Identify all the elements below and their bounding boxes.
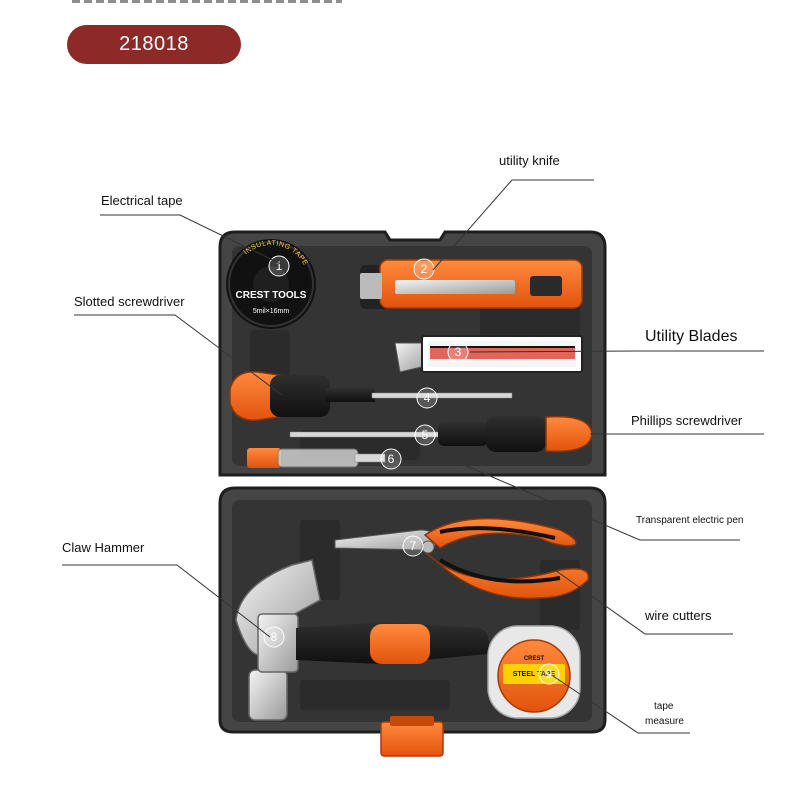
model-code: 218018	[119, 33, 189, 55]
label-claw-hammer: Claw Hammer	[62, 540, 145, 555]
label-utility-blades: Utility Blades	[645, 328, 738, 345]
marker-2: 2	[421, 262, 428, 276]
callout-lines	[62, 179, 764, 734]
item-markers: 1 2 3 4 5 6 7 8 9	[263, 255, 560, 685]
label-tape-measure-1: tape	[654, 701, 674, 712]
leader-claw-hammer	[62, 564, 271, 638]
marker-5: 5	[422, 428, 429, 442]
label-slotted-screwdriver: Slotted screwdriver	[74, 294, 185, 309]
leader-electrical-tape	[100, 214, 286, 267]
marker-4: 4	[424, 391, 431, 405]
claw-hammer	[235, 559, 489, 721]
measure-brand: CREST	[524, 656, 545, 662]
phillips-screwdriver	[289, 415, 593, 453]
leader-tape-measure	[552, 675, 690, 734]
marker-1: 1	[276, 259, 283, 273]
measure-text: STEEL TAPE	[513, 671, 556, 678]
label-utility-knife: utility knife	[499, 153, 560, 168]
utility-blades	[394, 335, 583, 373]
marker-7: 7	[410, 539, 417, 553]
leader-wire-cutters	[554, 569, 733, 635]
leader-slotted-screwdriver	[74, 314, 283, 396]
marker-9: 9	[546, 667, 553, 681]
utility-knife	[360, 259, 583, 309]
tape-brand: CREST TOOLS	[236, 290, 307, 301]
label-phillips-screwdriver: Phillips screwdriver	[631, 413, 743, 428]
tape-measure: CREST STEEL TAPE	[487, 625, 581, 719]
electric-pen	[247, 448, 386, 468]
electrical-tape: INSULATING TAPE CREST TOOLS 5mil×16mm	[226, 239, 316, 329]
marker-6: 6	[388, 452, 395, 466]
pliers	[334, 517, 590, 600]
leader-utility-blades	[469, 350, 764, 353]
tape-size: 5mil×16mm	[253, 308, 290, 315]
label-transparent-pen: Transparent electric pen	[636, 515, 744, 526]
label-electrical-tape: Electrical tape	[101, 193, 183, 208]
marker-8: 8	[271, 630, 278, 644]
slotted-screwdriver	[229, 371, 513, 421]
leader-electric-pen	[449, 458, 740, 541]
cropped-header-text	[72, 0, 342, 3]
label-tape-measure-2: measure	[645, 716, 684, 727]
model-code-badge: 218018	[67, 25, 241, 64]
case-latch	[380, 716, 444, 757]
label-wire-cutters: wire cutters	[645, 608, 712, 623]
marker-3: 3	[455, 345, 462, 359]
leader-utility-knife	[432, 179, 594, 271]
